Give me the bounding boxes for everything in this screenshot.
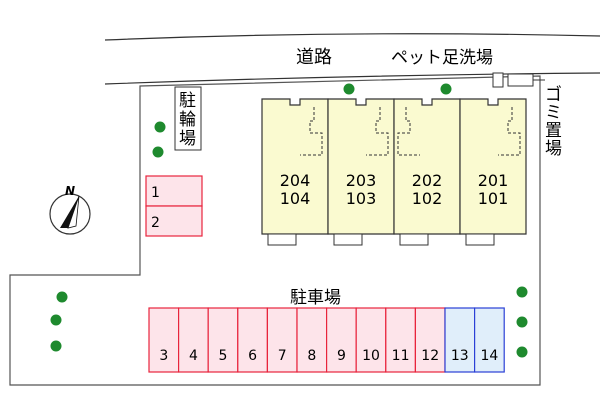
garbage-char: 場 [545, 139, 562, 159]
parking-number: 9 [337, 348, 346, 364]
parking-space-5: 5 [207, 307, 239, 373]
unit-number-upper: 203 [346, 171, 377, 190]
stair-outline [366, 107, 389, 156]
parking-space-8: 8 [296, 307, 328, 373]
parking-number: 7 [278, 348, 287, 364]
bicycle-parking-box [174, 86, 202, 151]
parking-space-1: 1 [145, 175, 203, 207]
bicycle-char: 駐 [179, 91, 196, 111]
parking-space-14: 14 [474, 307, 505, 373]
garbage-char: ゴ [545, 84, 562, 105]
parking-number: 4 [189, 348, 198, 364]
tree-icon [56, 291, 68, 303]
unit-number-lower: 103 [346, 189, 377, 208]
parking-number: 12 [421, 348, 439, 364]
stair-outline [300, 107, 323, 156]
unit-number-upper: 204 [280, 171, 311, 190]
parking-space-3: 3 [148, 307, 180, 373]
unit-number-upper: 202 [412, 171, 443, 190]
tree-icon [152, 146, 164, 158]
parking-space-4: 4 [178, 307, 209, 373]
tree-icon [516, 316, 528, 328]
parking-number: 6 [248, 348, 257, 364]
parking-number: 1 [151, 185, 160, 201]
stair-outline [498, 107, 521, 156]
parking-number: 3 [159, 348, 168, 364]
parking-space-12: 12 [414, 307, 446, 373]
parking-left-layer: 12 [145, 175, 203, 237]
pet-wash-label: ペット足洗場 [391, 48, 493, 68]
parking-number: 8 [307, 348, 316, 364]
bicycle-char: 場 [179, 129, 196, 149]
parking-space-13: 13 [444, 307, 476, 373]
road-label: 道路 [296, 47, 332, 68]
trees-layer [50, 83, 528, 358]
unit-number-upper: 201 [478, 171, 509, 190]
unit-number-lower: 104 [280, 189, 311, 208]
tree-icon [50, 314, 62, 326]
garbage-box [507, 73, 534, 87]
tree-icon [440, 83, 452, 95]
tree-icon [516, 346, 528, 358]
parking-number: 14 [480, 348, 498, 364]
parking-bottom-layer: 3 4 5 6 7 8 9 10 11 12 13 14 [148, 307, 505, 373]
road-edge-top [104, 33, 600, 41]
balcony-unit [465, 233, 495, 246]
parking-number: 10 [362, 348, 380, 364]
balcony-unit [399, 233, 429, 246]
garbage-char: ミ [545, 103, 562, 123]
parking-space-9: 9 [326, 307, 357, 373]
garbage-area-label: ゴ ミ 置 場 [545, 84, 562, 159]
parking-lot-label: 駐車場 [290, 288, 341, 308]
parking-space-6: 6 [237, 307, 269, 373]
north-label: N [65, 184, 75, 198]
parking-space-7: 7 [266, 307, 298, 373]
tree-icon [343, 83, 355, 95]
tree-icon [154, 121, 166, 133]
parking-number: 5 [219, 348, 228, 364]
garbage-char: 置 [545, 121, 562, 141]
bicycle-char: 輪 [179, 110, 196, 130]
parking-space-2: 2 [145, 205, 203, 237]
unit-outline [327, 98, 395, 235]
unit-outline [393, 98, 461, 235]
tree-icon [516, 286, 528, 298]
unit-number-lower: 101 [478, 189, 509, 208]
unit-outline [459, 98, 527, 235]
pet-wash-box [492, 72, 504, 88]
parking-space-11: 11 [385, 307, 416, 373]
parking-space-10: 10 [355, 307, 387, 373]
balcony-unit [267, 233, 297, 246]
tree-icon [50, 340, 62, 352]
balcony-unit [333, 233, 363, 246]
parking-number: 11 [392, 348, 410, 364]
north-compass: N [49, 184, 91, 235]
unit-number-lower: 102 [412, 189, 443, 208]
parking-number: 2 [151, 215, 160, 231]
stair-outline [397, 107, 420, 156]
parking-number: 13 [451, 348, 469, 364]
unit-outline [261, 98, 329, 235]
